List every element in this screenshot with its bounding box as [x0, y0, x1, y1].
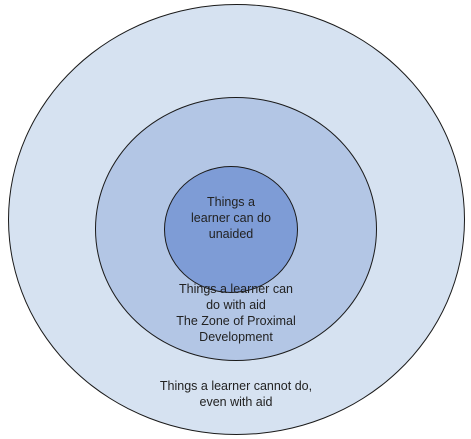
outer-ring-label: Things a learner cannot do, even with ai…: [159, 379, 313, 409]
inner-ring-label: Things a learner can do unaided: [191, 195, 271, 241]
middle-ring-label: Things a learner can do with aid The Zon…: [176, 282, 296, 344]
inner-ring: [164, 166, 298, 293]
